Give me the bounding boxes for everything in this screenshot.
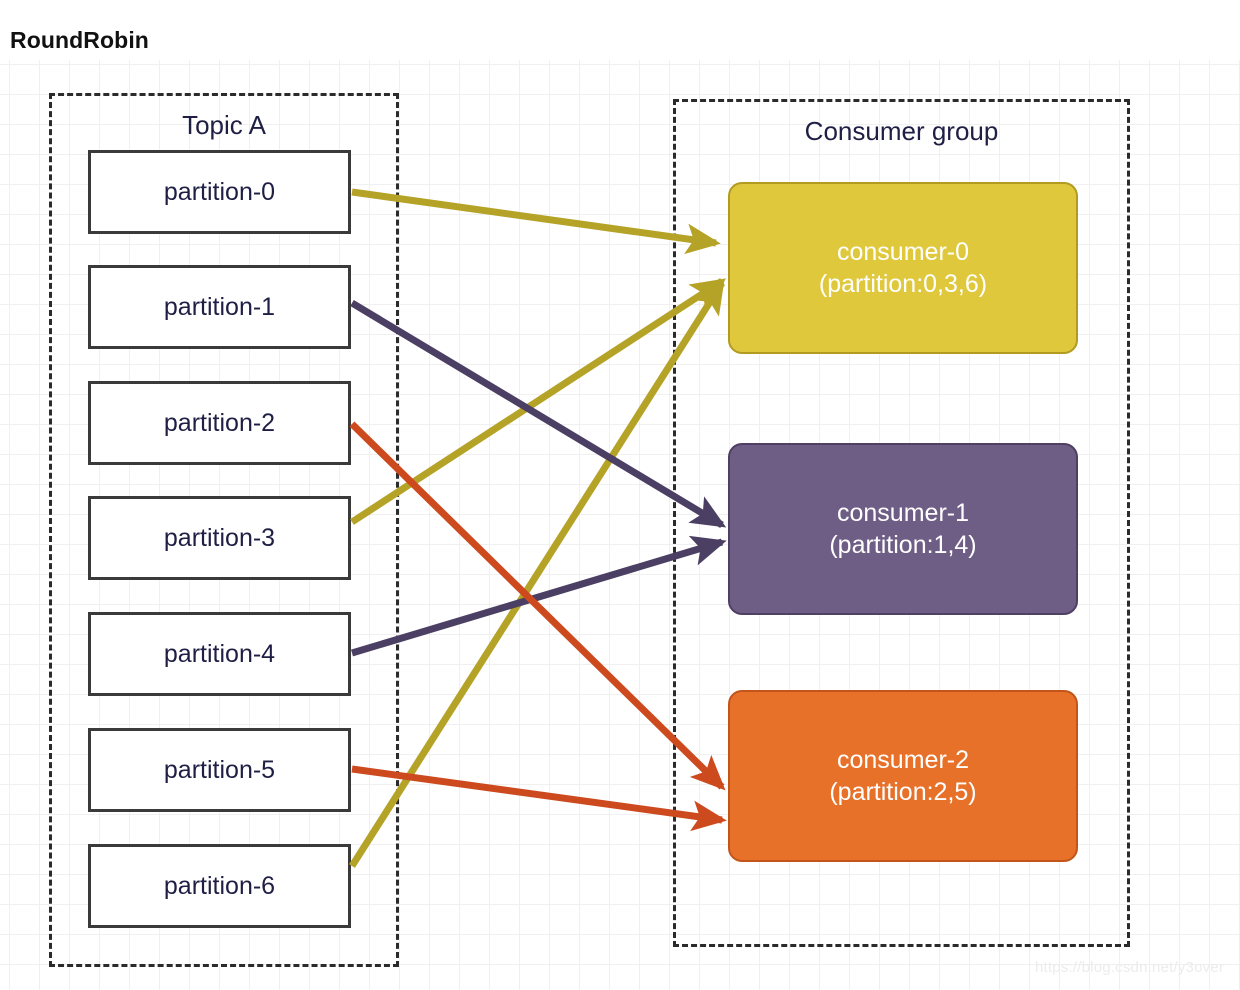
partition-label: partition-5 bbox=[163, 755, 276, 784]
partition-label: partition-4 bbox=[163, 639, 276, 668]
partition-label: partition-0 bbox=[163, 177, 276, 206]
topic-group-title: Topic A bbox=[182, 110, 266, 140]
partition-label: partition-2 bbox=[163, 408, 276, 437]
consumer-assignment: (partition:2,5) bbox=[829, 778, 977, 806]
consumer-box-2[interactable]: consumer-2 (partition:2,5) bbox=[728, 690, 1078, 862]
page-title: RoundRobin bbox=[10, 27, 149, 53]
partition-box-6[interactable]: partition-6 bbox=[88, 844, 351, 928]
partition-box-2[interactable]: partition-2 bbox=[88, 381, 351, 465]
consumer-name: consumer-0 bbox=[837, 238, 969, 266]
partition-box-1[interactable]: partition-1 bbox=[88, 265, 351, 349]
partition-label: partition-1 bbox=[163, 292, 276, 321]
consumer-group-title: Consumer group bbox=[804, 116, 999, 146]
consumer-name: consumer-2 bbox=[837, 746, 969, 774]
partition-box-0[interactable]: partition-0 bbox=[88, 150, 351, 234]
partition-box-5[interactable]: partition-5 bbox=[88, 728, 351, 812]
consumer-assignment: (partition:0,3,6) bbox=[818, 270, 988, 298]
consumer-box-1[interactable]: consumer-1 (partition:1,4) bbox=[728, 443, 1078, 615]
partition-box-4[interactable]: partition-4 bbox=[88, 612, 351, 696]
consumer-box-0[interactable]: consumer-0 (partition:0,3,6) bbox=[728, 182, 1078, 354]
watermark: https://blog.csdn.net/y3over bbox=[1035, 959, 1225, 976]
partition-box-3[interactable]: partition-3 bbox=[88, 496, 351, 580]
partition-label: partition-6 bbox=[163, 871, 276, 900]
consumer-assignment: (partition:1,4) bbox=[829, 531, 977, 559]
consumer-name: consumer-1 bbox=[837, 499, 969, 527]
partition-label: partition-3 bbox=[163, 523, 276, 552]
